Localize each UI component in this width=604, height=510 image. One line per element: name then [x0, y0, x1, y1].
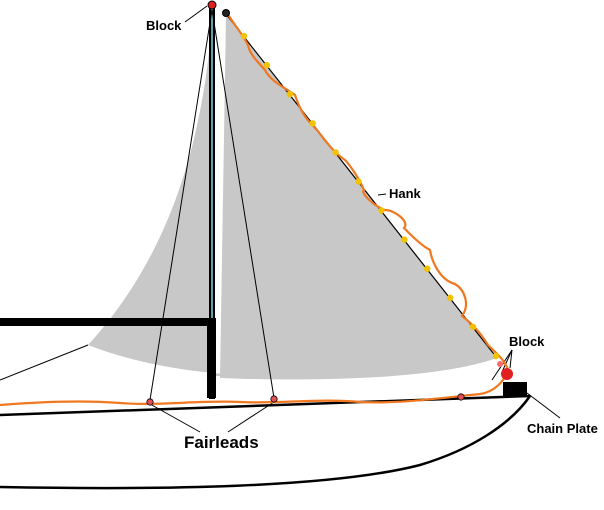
hank-2: [263, 61, 271, 69]
chain-plate-leader: [526, 392, 561, 419]
fairlead-2: [270, 395, 278, 403]
hank-11: [469, 323, 477, 331]
hank-8: [401, 236, 408, 243]
mast-base: [207, 320, 216, 398]
boom: [0, 318, 216, 326]
fairleads-leader-1: [149, 403, 201, 433]
hank-7: [378, 207, 385, 214]
hank-1: [240, 32, 248, 40]
hull-bottom-curve: [0, 395, 532, 490]
hank-4: [309, 120, 316, 127]
hank-6: [355, 178, 362, 185]
shroud-left: [149, 9, 213, 401]
main-sail: [88, 8, 272, 376]
chain-plate: [503, 382, 527, 396]
label-chain-plate: Chain Plate: [527, 421, 598, 436]
hank-3: [286, 91, 293, 98]
jib-sail: [220, 14, 497, 380]
top-block: [207, 0, 217, 10]
block-leader-bottom-2: [501, 349, 513, 373]
label-hank: Hank: [389, 186, 422, 201]
fairleads-group: [146, 393, 465, 406]
hank-leader: [377, 193, 387, 196]
hank-9: [424, 265, 431, 272]
block-leader-top: [184, 5, 208, 23]
fairlead-1: [146, 398, 154, 406]
main-sheet-line: [0, 344, 89, 381]
bottom-block: [501, 368, 513, 380]
hull-deck-line: [0, 394, 531, 417]
hank-10: [447, 294, 454, 301]
label-block-top: Block: [146, 18, 182, 33]
bottom-block-small: [497, 361, 503, 367]
jib-head-block: [222, 9, 230, 17]
block-leader-bottom-3: [509, 349, 513, 369]
fairleads-leader-2: [227, 401, 275, 433]
label-block-bottom: Block: [509, 334, 545, 349]
hanks-group: [240, 32, 500, 360]
hank-12: [492, 352, 500, 360]
hank-5: [332, 149, 339, 156]
shroud-right: [211, 9, 275, 399]
fairlead-3: [457, 393, 465, 401]
jib-halyard-line: [0, 13, 510, 407]
label-fairleads: Fairleads: [184, 433, 259, 452]
